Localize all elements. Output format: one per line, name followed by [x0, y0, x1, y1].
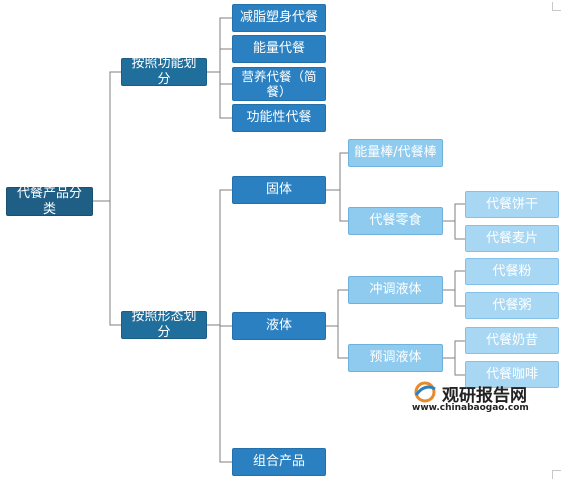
node-combo: 组合产品 [232, 448, 326, 476]
watermark-logo-icon [414, 381, 436, 403]
node-liquid: 液体 [232, 312, 326, 340]
node-meal-biscuit: 代餐饼干 [465, 191, 559, 218]
node-meal-shake: 代餐奶昔 [465, 327, 559, 354]
node-brew-liquid: 冲调液体 [348, 276, 443, 304]
node-energy-bar: 能量棒/代餐棒 [348, 139, 443, 167]
node-by-form: 按照形态划分 [121, 309, 207, 340]
node-nutrition-meal: 营养代餐（简餐） [232, 67, 326, 101]
node-meal-oatmeal: 代餐麦片 [465, 225, 559, 252]
node-meal-coffee: 代餐咖啡 [465, 361, 559, 388]
node-ready-liquid: 预调液体 [348, 344, 443, 372]
node-meal-porridge: 代餐粥 [465, 292, 559, 319]
node-energy-meal: 能量代餐 [232, 35, 326, 63]
watermark: 观研报告网 www.chinabaogao.com [412, 381, 532, 417]
corner-mark-top-right [552, 2, 561, 11]
node-by-function: 按照功能划分 [121, 56, 207, 87]
node-functional-meal: 功能性代餐 [232, 104, 326, 132]
node-meal-powder: 代餐粉 [465, 258, 559, 285]
node-meal-snack: 代餐零食 [348, 207, 443, 235]
watermark-name: 观研报告网 [442, 386, 527, 406]
corner-mark-bottom-right [552, 470, 561, 479]
node-solid: 固体 [232, 176, 326, 204]
root-node: 代餐产品分类 [6, 186, 93, 217]
node-fat-loss-meal: 减脂塑身代餐 [232, 4, 326, 32]
watermark-url: www.chinabaogao.com [412, 403, 529, 413]
